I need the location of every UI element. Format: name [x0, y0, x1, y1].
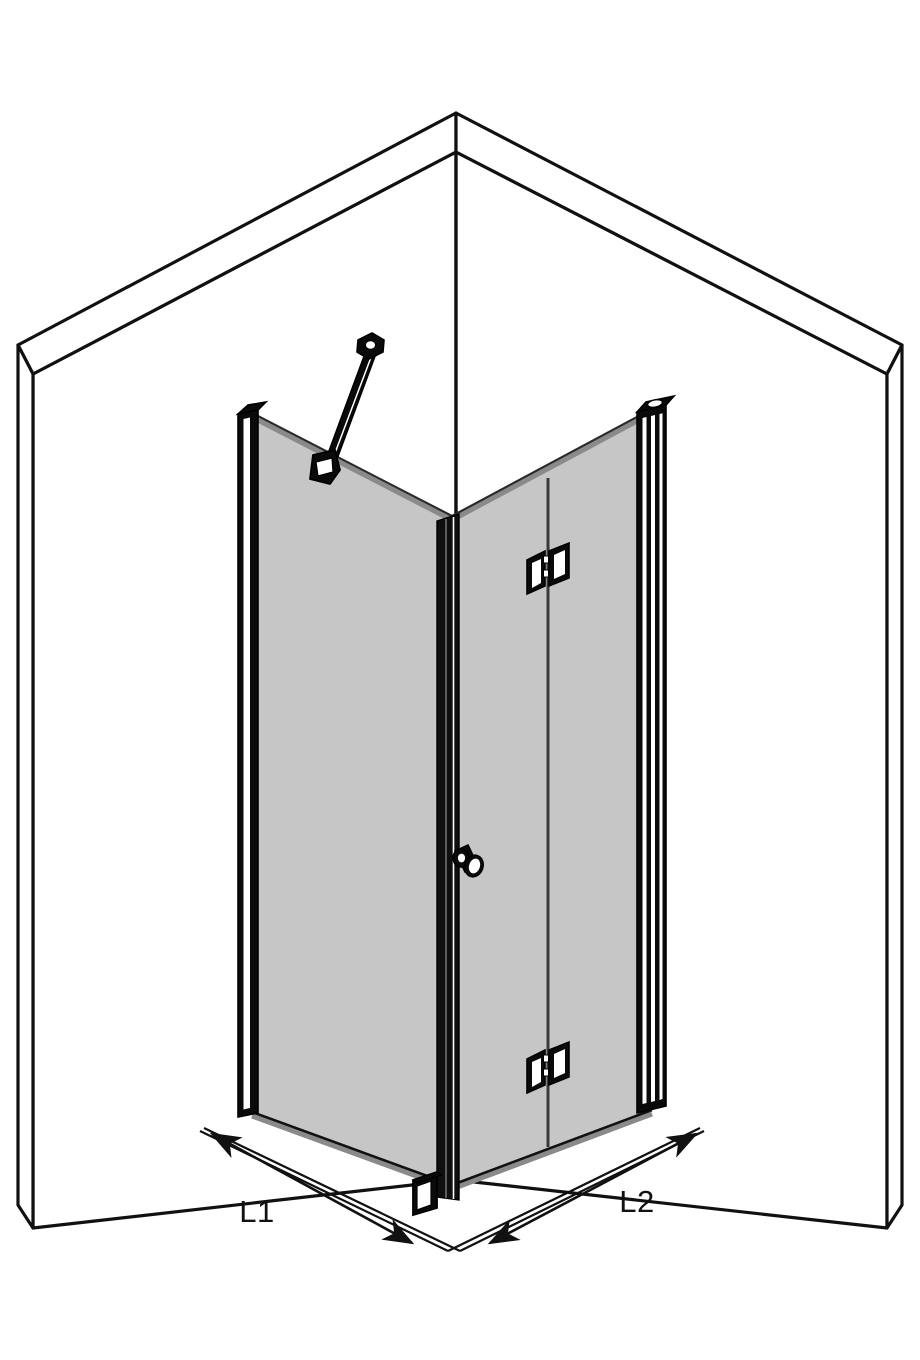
glass-clamp-bracket-face	[315, 457, 334, 477]
hinge-lower[interactable]	[526, 1040, 570, 1095]
right-profile-cap-hole	[646, 398, 664, 409]
left-profile-inner-groove	[243, 417, 250, 1110]
left-glass-panel	[252, 417, 452, 1185]
dimension-l1-arrow-line	[209, 1132, 415, 1245]
hinge-upper[interactable]	[526, 541, 570, 596]
door-knob-cap-face	[468, 858, 481, 874]
left-wall-profile	[235, 400, 269, 1118]
dimension-l1: L1	[209, 1132, 415, 1245]
stabilizer-bar	[309, 332, 385, 485]
left-glass-top-edge	[251, 412, 453, 517]
hinge-upper-pin-bottom	[543, 569, 549, 578]
right-wall-end-face	[885, 343, 904, 1230]
left-wall-end-face	[16, 343, 35, 1230]
left-glass-top-edge-shadow	[250, 414, 454, 523]
hinge-lower-left-leaf-face	[532, 1058, 541, 1087]
right-glass-top-edge-shadow	[450, 410, 654, 523]
door-knob-base-highlight	[457, 853, 466, 863]
hinge-lower-right-leaf-face	[554, 1049, 565, 1078]
right-profile-groove-2	[651, 415, 655, 1102]
dimension-l2-arrow-line	[487, 1132, 699, 1245]
hinge-upper-left-leaf-face	[532, 559, 541, 588]
right-profile-groove-3	[659, 413, 663, 1100]
hinge-upper-pin-top	[543, 555, 549, 564]
hinge-upper-right-leaf-face	[554, 550, 565, 579]
hinge-lower-pin-top	[543, 1054, 549, 1063]
right-glass-top-edge	[451, 408, 653, 517]
right-glass-panel	[452, 413, 652, 1185]
right-profile-groove-1	[642, 417, 647, 1104]
dimension-l2: L2	[487, 1132, 699, 1245]
dimension-l2-label: L2	[619, 1184, 654, 1219]
right-wall-profile	[634, 394, 677, 1115]
stabilizer-wall-mount-hole	[364, 339, 377, 351]
dimension-l1-label: L1	[239, 1194, 274, 1229]
floor-stopper-top	[411, 1171, 443, 1184]
floor-stopper-bracket	[411, 1170, 443, 1217]
stabilizer-bar-rod-highlight	[328, 351, 374, 470]
hinge-lower-pin-bottom	[543, 1068, 549, 1077]
floor-stopper-face	[416, 1180, 432, 1211]
left-profile-top-cap	[235, 400, 269, 416]
door-knob-handle[interactable]	[452, 843, 486, 879]
